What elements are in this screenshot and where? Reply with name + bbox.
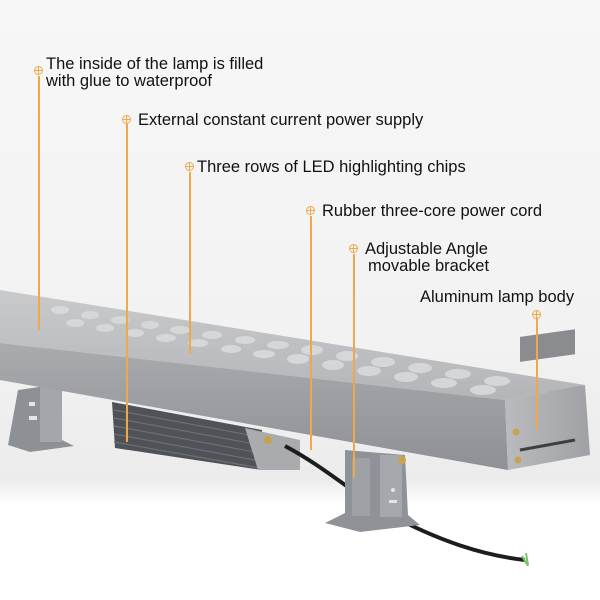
led-chips [51, 306, 510, 395]
callout-glue-line2: with glue to waterproof [46, 72, 213, 90]
leader-bracket [353, 254, 355, 478]
callout-marker-icon [532, 310, 541, 319]
callout-bracket-line2: movable bracket [368, 257, 490, 275]
callout-power-supply-text: External constant current power supply [138, 111, 424, 129]
callout-bracket-line1: Adjustable Angle [365, 240, 488, 258]
callout-marker-icon [349, 244, 358, 253]
callout-lamp-body-text: Aluminum lamp body [420, 288, 575, 306]
callout-power-supply: External constant current power supply [138, 112, 423, 129]
power-supply-box [112, 402, 300, 470]
leader-glue [38, 76, 40, 330]
callout-glue-line1: The inside of the lamp is filled [46, 55, 264, 73]
callout-lamp-body: Aluminum lamp body [420, 289, 574, 306]
callout-marker-icon [122, 115, 131, 124]
callout-power-cord: Rubber three-core power cord [322, 203, 542, 220]
leader-led-chips [189, 172, 191, 354]
callout-marker-icon [306, 206, 315, 215]
callout-power-cord-text: Rubber three-core power cord [322, 202, 543, 220]
leader-power-cord [310, 216, 312, 450]
callout-led-chips-text: Three rows of LED highlighting chips [197, 158, 466, 176]
callout-led-chips: Three rows of LED highlighting chips [197, 159, 466, 176]
callout-marker-icon [185, 162, 194, 171]
left-bracket [8, 384, 74, 452]
leader-power-supply [126, 124, 128, 442]
front-bracket [325, 450, 420, 532]
callout-glue: The inside of the lamp is filled with gl… [46, 56, 263, 90]
leader-lamp-body [536, 318, 538, 430]
callout-marker-icon [34, 66, 43, 75]
callout-bracket: Adjustable Angle movable bracket [365, 241, 489, 275]
